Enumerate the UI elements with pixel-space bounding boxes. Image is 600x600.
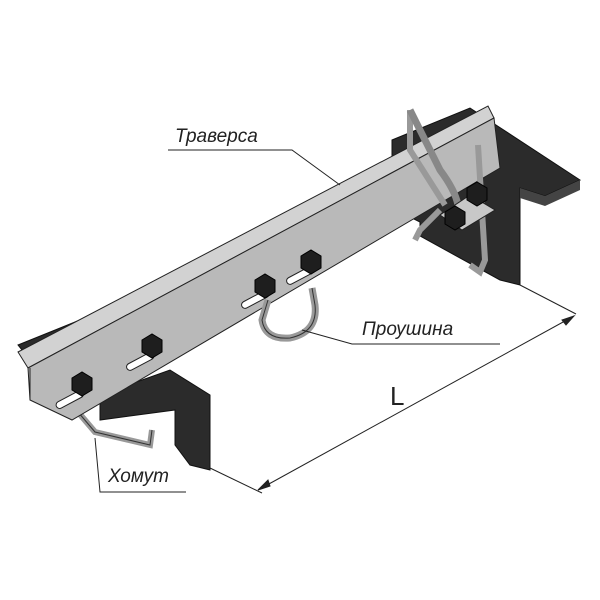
dimension-line-L [209, 284, 577, 494]
length-dimension-label: L [390, 381, 404, 411]
nuts [71, 181, 488, 397]
traverse-label: Траверса [175, 126, 258, 147]
clamp-label: Хомут [107, 466, 169, 487]
eyelet-label: Проушина [362, 319, 453, 340]
